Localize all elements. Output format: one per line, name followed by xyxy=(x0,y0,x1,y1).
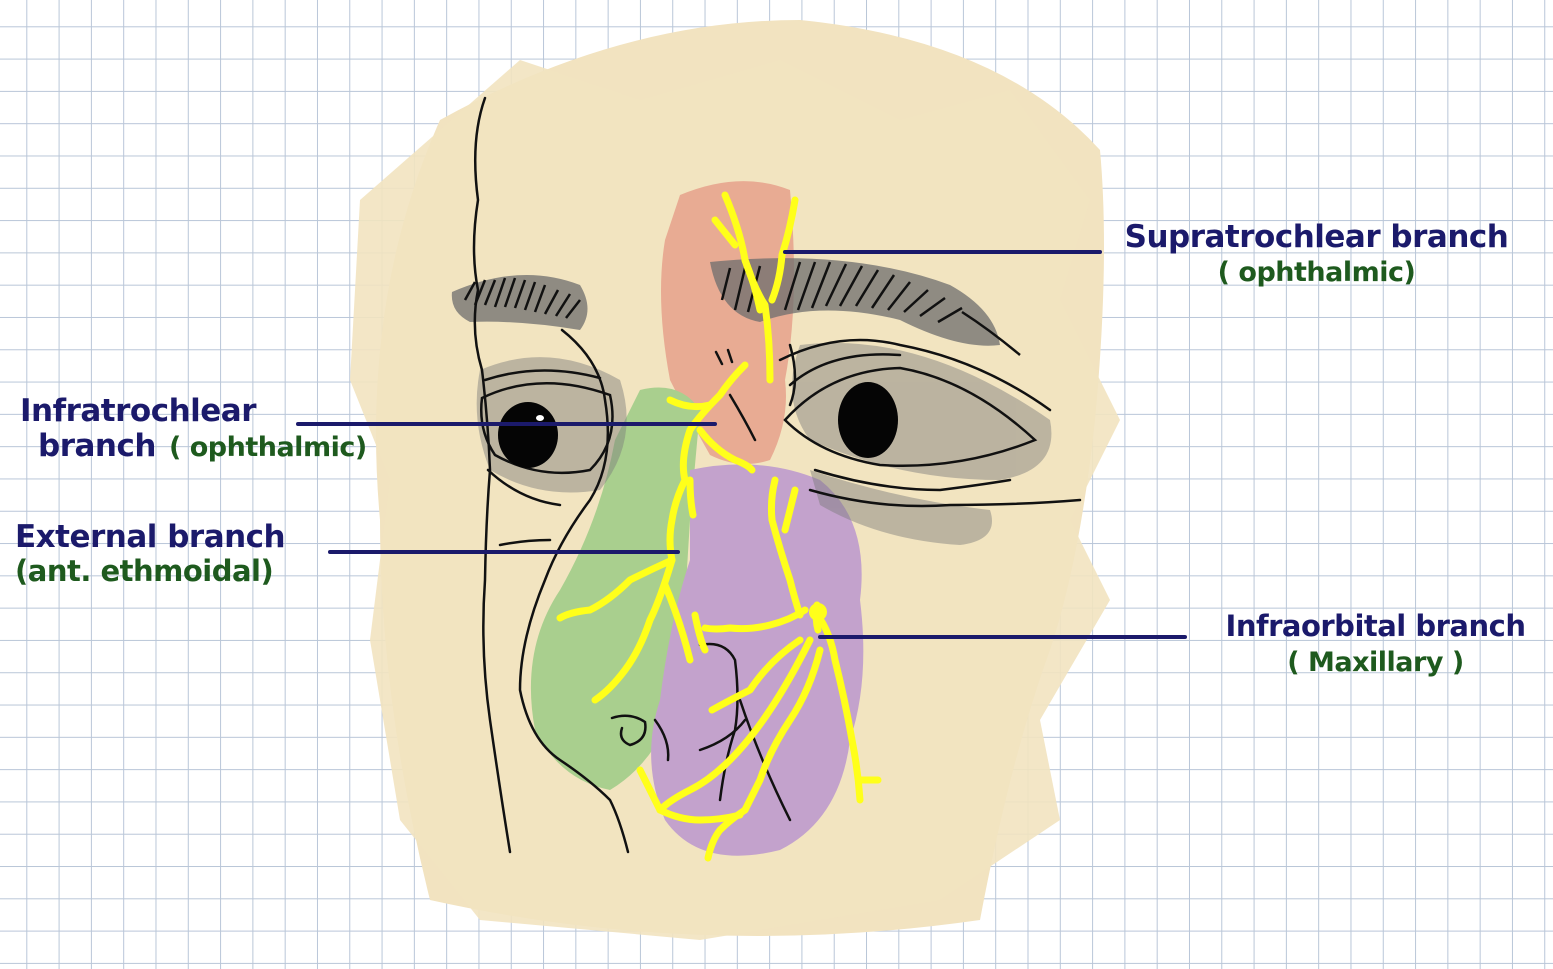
infraorbital-name: Infraorbital branch xyxy=(1208,612,1543,641)
infraorbital-source: ( Maxillary ) xyxy=(1208,649,1543,676)
external-label: External branch (ant. ethmoidal) xyxy=(15,522,285,586)
eye-highlight xyxy=(536,415,544,421)
infraorbital-label: Infraorbital branch ( Maxillary ) xyxy=(1208,612,1543,676)
infratrochlear-label: Infratrochlear branch ( ophthalmic) xyxy=(20,396,367,462)
supratrochlear-label: Supratrochlear branch ( ophthalmic) xyxy=(1114,222,1519,286)
supratrochlear-name: Supratrochlear branch xyxy=(1114,222,1519,253)
infratrochlear-name: Infratrochlear xyxy=(20,396,367,427)
nerve-node xyxy=(809,603,827,621)
infratrochlear-name-2: branch xyxy=(38,428,156,464)
external-source: (ant. ethmoidal) xyxy=(15,557,285,586)
infratrochlear-source: ( ophthalmic) xyxy=(169,432,367,463)
supratrochlear-source: ( ophthalmic) xyxy=(1114,259,1519,286)
external-name: External branch xyxy=(15,522,285,553)
